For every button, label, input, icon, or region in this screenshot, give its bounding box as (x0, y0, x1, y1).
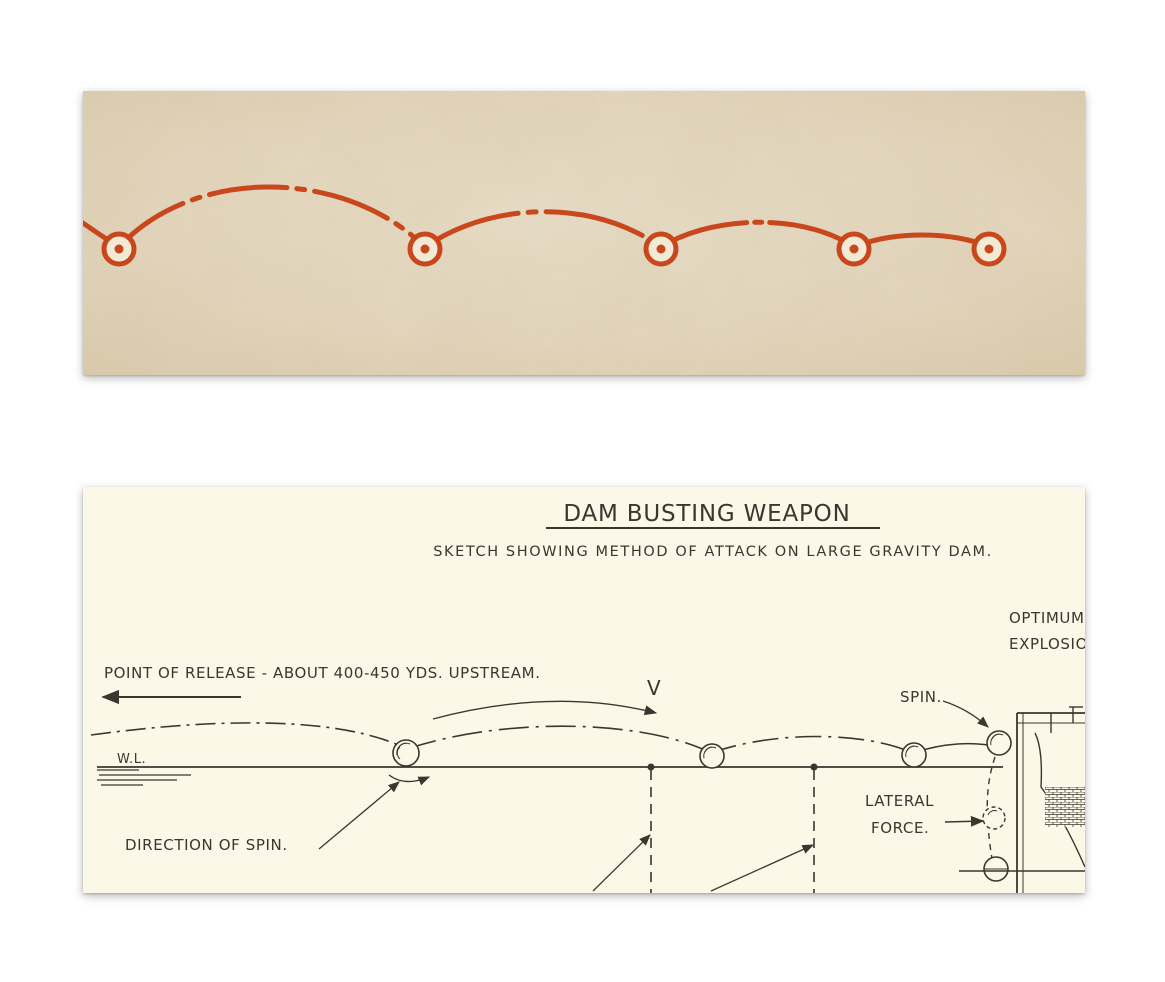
depth-arrow-1 (592, 834, 651, 892)
water-line-label: W.L. (117, 752, 146, 767)
velocity-arrow (432, 700, 658, 720)
spinning-bomb-icon (699, 743, 725, 769)
dam-masonry-hatch (1045, 787, 1085, 827)
direction-of-spin-arrow (318, 781, 400, 850)
depth-arrow-2 (710, 844, 815, 892)
descending-bomb-path (982, 756, 1009, 882)
direction-of-spin-label: DIRECTION OF SPIN. (125, 836, 288, 854)
optimum-label: OPTIMUM (1009, 609, 1085, 627)
bounce-marker-icon (407, 231, 443, 267)
spin-direction-curl (388, 774, 431, 786)
bounce-marker-icon (971, 231, 1007, 267)
trajectory-arc-1 (90, 722, 408, 750)
dam-inner-profile (1034, 732, 1085, 868)
dam-sketch-panel: DAM BUSTING WEAPON SKETCH SHOWING METHOD… (83, 487, 1085, 893)
lateral-force-arrow (944, 815, 985, 827)
spinning-bomb-icon (986, 730, 1012, 756)
trajectory-arc-2 (406, 725, 712, 754)
point-of-release-label: POINT OF RELEASE - ABOUT 400-450 YDS. UP… (104, 664, 541, 682)
bounce-arc-2 (422, 209, 664, 250)
bomb-markers (392, 730, 1012, 769)
velocity-label: V (647, 676, 661, 700)
spinning-bomb-icon (392, 739, 420, 767)
sketch-title: DAM BUSTING WEAPON (563, 501, 850, 527)
bounce-arc-1 (116, 184, 428, 250)
spinning-bomb-icon (983, 856, 1009, 882)
bounce-marker-icon (836, 231, 872, 267)
bounce-arc-3 (658, 219, 857, 250)
paper-background (83, 487, 1085, 893)
spinning-bomb-icon (901, 742, 927, 768)
dam-sketch-drawing: DAM BUSTING WEAPON SKETCH SHOWING METHOD… (83, 487, 1085, 893)
trajectory-arc-3 (710, 735, 914, 754)
spinning-bomb-icon (982, 806, 1006, 830)
bounce-path-panel (83, 91, 1085, 375)
gravity-dam (1016, 706, 1085, 893)
spin-label: SPIN. (900, 688, 942, 706)
sketch-subtitle: SKETCH SHOWING METHOD OF ATTACK ON LARGE… (433, 544, 993, 560)
spin-arrow (942, 700, 989, 728)
bounce-marker-icon (101, 231, 137, 267)
bounce-marker-icon (643, 231, 679, 267)
depth-markers (647, 763, 818, 893)
bounce-markers (101, 231, 1007, 267)
bounce-path-illustration (83, 91, 1085, 375)
lateral-label: LATERAL (865, 792, 934, 810)
water-hatching (97, 769, 191, 786)
force-label: FORCE. (871, 819, 929, 837)
explosion-label: EXPLOSION (1009, 635, 1085, 653)
